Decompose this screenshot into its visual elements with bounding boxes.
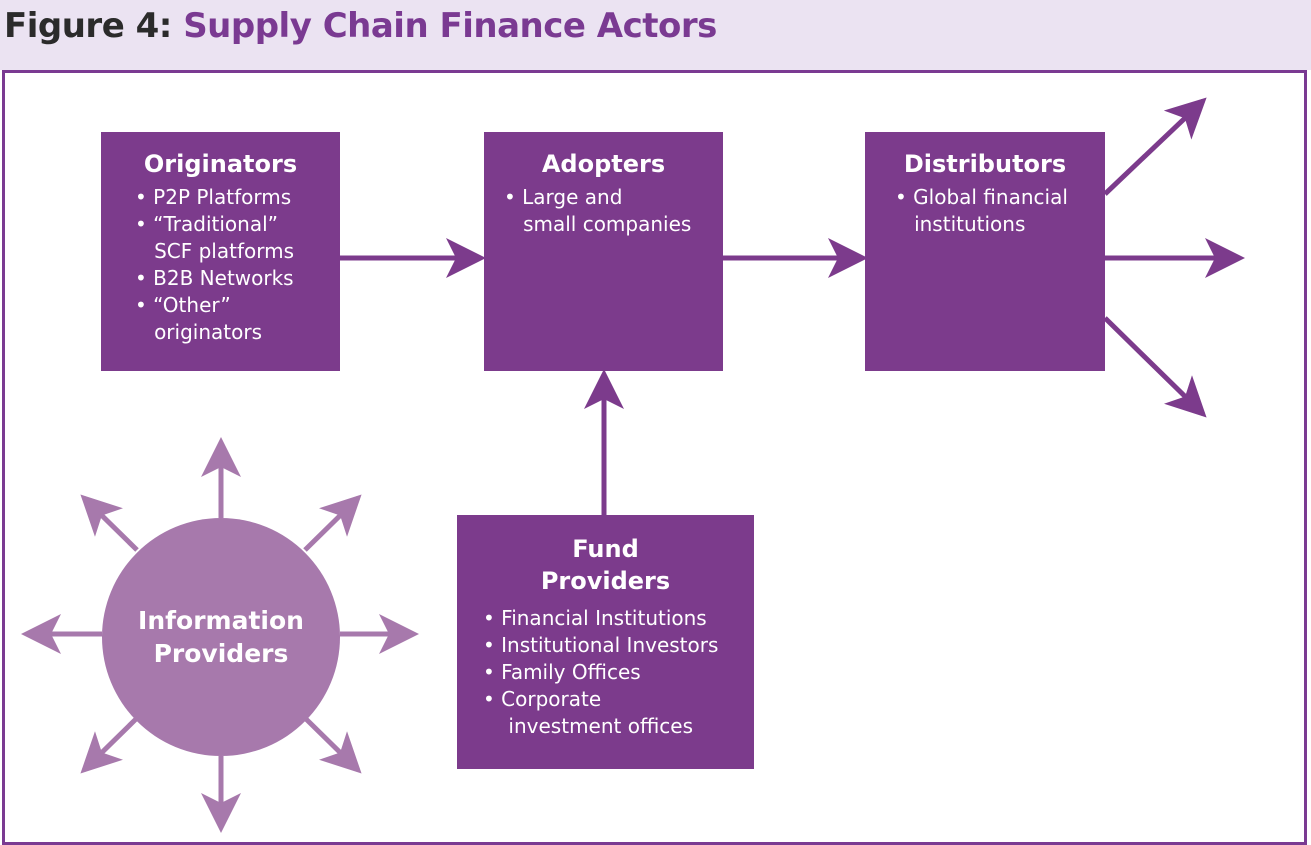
originators-title: Originators xyxy=(143,150,298,178)
distributors-list: • Global financial institutions xyxy=(895,184,1105,238)
info-arrow-up-right xyxy=(303,494,362,552)
fund-providers-item: • Family Offices xyxy=(483,660,641,684)
fund-providers-title: Fund Providers xyxy=(457,533,754,597)
distributors-item: • Global financial xyxy=(895,185,1068,209)
fund-providers-item: investment offices xyxy=(483,714,694,738)
info-arrow-down-right xyxy=(303,716,362,774)
originators-box: Originators • P2P Platforms • “Tradition… xyxy=(101,132,340,371)
adopters-item: small companies xyxy=(504,212,692,236)
figure-title-text: Supply Chain Finance Actors xyxy=(183,6,717,46)
fund-providers-title-line2: Providers xyxy=(540,567,671,595)
adopters-list: • Large and small companies xyxy=(504,184,723,238)
arrow-distributors-out-up xyxy=(1103,97,1207,196)
distributors-title: Distributors xyxy=(903,150,1067,178)
originators-item: SCF platforms xyxy=(135,239,294,263)
figure-header: Figure 4: Supply Chain Finance Actors xyxy=(0,0,1311,70)
arrow-distributors-out-down xyxy=(1103,316,1207,418)
adopters-box: Adopters • Large and small companies xyxy=(484,132,723,371)
originators-item: • “Traditional” xyxy=(135,212,279,236)
figure-title: Figure 4: Supply Chain Finance Actors xyxy=(4,6,717,46)
information-providers-label: Information Providers xyxy=(138,604,304,670)
originators-item: • P2P Platforms xyxy=(135,185,292,209)
originators-item: originators xyxy=(135,320,262,344)
fund-providers-box: Fund Providers • Financial Institutions … xyxy=(457,515,754,769)
information-providers-line1: Information xyxy=(138,606,304,635)
fund-providers-item: • Corporate xyxy=(483,687,602,711)
distributors-box: Distributors • Global financial institut… xyxy=(865,132,1105,371)
information-providers-line2: Providers xyxy=(153,639,289,668)
distributors-item: institutions xyxy=(895,212,1026,236)
fund-providers-list: • Financial Institutions • Institutional… xyxy=(483,605,754,740)
originators-item: • “Other” xyxy=(135,293,231,317)
originators-list: • P2P Platforms • “Traditional” SCF plat… xyxy=(135,184,340,346)
info-arrow-up-left xyxy=(80,494,139,552)
fund-providers-title-line1: Fund xyxy=(572,535,639,563)
information-providers-circle: Information Providers xyxy=(102,518,340,756)
adopters-title: Adopters xyxy=(541,150,666,178)
figure-number: Figure 4: xyxy=(4,6,172,46)
adopters-item: • Large and xyxy=(504,185,623,209)
fund-providers-item: • Financial Institutions xyxy=(483,606,707,630)
info-arrow-down-left xyxy=(80,716,139,774)
fund-providers-item: • Institutional Investors xyxy=(483,633,719,657)
originators-item: • B2B Networks xyxy=(135,266,294,290)
